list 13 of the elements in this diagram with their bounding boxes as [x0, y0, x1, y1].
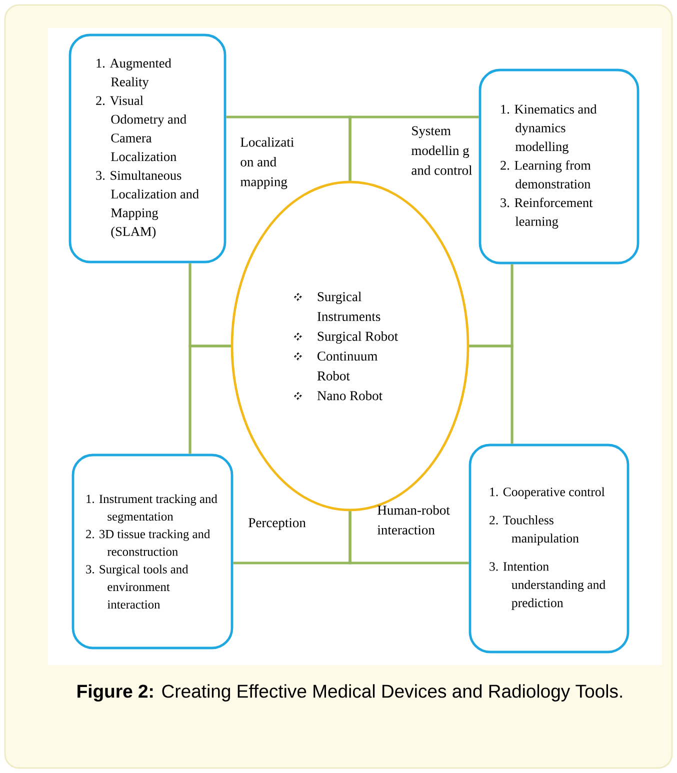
list-box: 1. Kinematics and dynamics modelling 2. Learning from demonstration 3. Reinforcement learning — [478, 68, 640, 264]
quadrant-label: Perception — [248, 518, 306, 530]
connector-line — [188, 344, 231, 454]
quadrant-label: System modellin g and control — [412, 126, 472, 175]
connector-line — [348, 116, 479, 181]
list-box: 1. Instrument tracking and segmentation 2. 3D tissue tracking and reconstruction 3. Surgical tools and environment interaction — [72, 454, 234, 650]
connector-line — [348, 511, 469, 564]
list-box: 1. Cooperative control 2. Touchless manipulation 3. Intention understanding and prediction — [468, 444, 630, 654]
quadrant-label: Localizati on and mapping — [240, 137, 294, 190]
list-box: 1. Augmented Reality 2. Visual Odometry and Camera Localization 3. Simultaneous Localization and Mapping (SLAM) — [68, 34, 226, 264]
connector-line — [469, 344, 514, 444]
figure-caption: Figure 2: Creating Effective Medical Devices and Radiology Tools. — [78, 684, 622, 702]
quadrant-label: Human-robot interaction — [378, 505, 450, 534]
